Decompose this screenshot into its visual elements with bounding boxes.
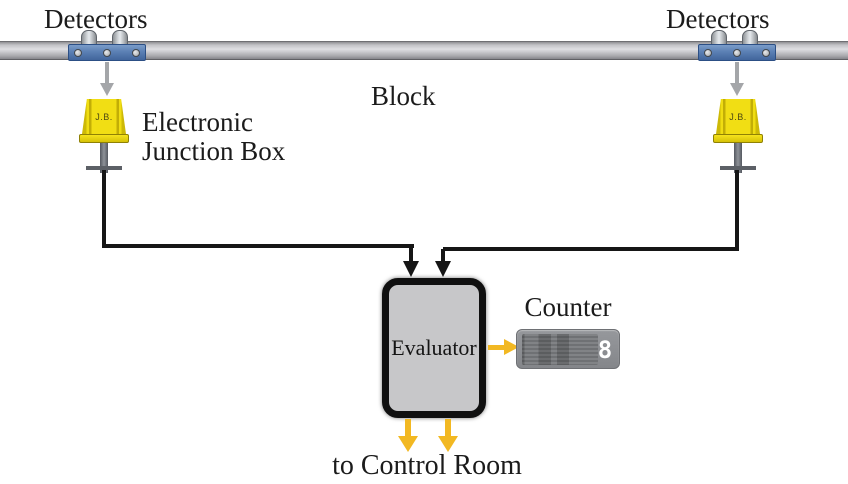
block-label: Block [371,81,436,111]
bolt-icon [762,49,770,57]
cable-right-drop [441,249,445,262]
junction-box-base [713,134,763,143]
down-arrow-icon [435,261,451,277]
down-arrow-icon [405,419,411,437]
detector-assembly-right [698,30,776,98]
down-arrow-icon [735,62,739,83]
junction-box-stem [734,143,742,173]
evaluator-label: Evaluator [391,335,477,360]
to-control-room-label: to Control Room [332,450,522,481]
junction-box-body: J.B. [82,99,126,134]
junction-box-right: J.B. [712,98,764,182]
cable-right-horizontal [443,247,739,251]
detectors-label-left: Detectors [44,4,148,34]
electronic-junction-box-label: Electronic Junction Box [142,108,285,166]
counter-display [522,334,598,365]
junction-box-body: J.B. [716,99,760,134]
cable-right-vertical [735,170,739,251]
cable-left-vertical [102,170,106,246]
down-arrow-icon [398,436,418,452]
junction-box-abbrev: J.B. [95,111,113,122]
detector-assembly-left [68,30,146,98]
junction-box-crossbar [720,166,756,170]
cable-left-horizontal [102,244,414,248]
down-arrow-icon [730,83,744,96]
down-arrow-icon [445,419,451,437]
down-arrow-icon [438,436,458,452]
rail-track [0,41,848,60]
bolt-icon [704,49,712,57]
junction-box-abbrev: J.B. [729,111,747,122]
bolt-icon [74,49,82,57]
evaluator-box: Evaluator [382,278,486,418]
right-arrow-icon [488,345,506,350]
electronic-junction-box-label-line2: Junction Box [142,136,286,166]
junction-box-left: J.B. [78,98,130,182]
junction-box-stem [100,143,108,173]
counter-digit: 8 [597,335,613,364]
electronic-junction-box-label-line1: Electronic [142,107,253,137]
down-arrow-icon [403,261,419,277]
counter-label: Counter [524,292,612,322]
detectors-label-right: Detectors [666,4,770,34]
bolt-icon [132,49,140,57]
junction-box-base [79,134,129,143]
bolt-icon [103,49,111,57]
right-arrow-icon [504,339,519,355]
counter-device: 8 [516,329,620,369]
down-arrow-icon [100,83,114,96]
down-arrow-icon [105,62,109,83]
bolt-icon [733,49,741,57]
junction-box-crossbar [86,166,122,170]
cable-left-drop [409,246,413,262]
